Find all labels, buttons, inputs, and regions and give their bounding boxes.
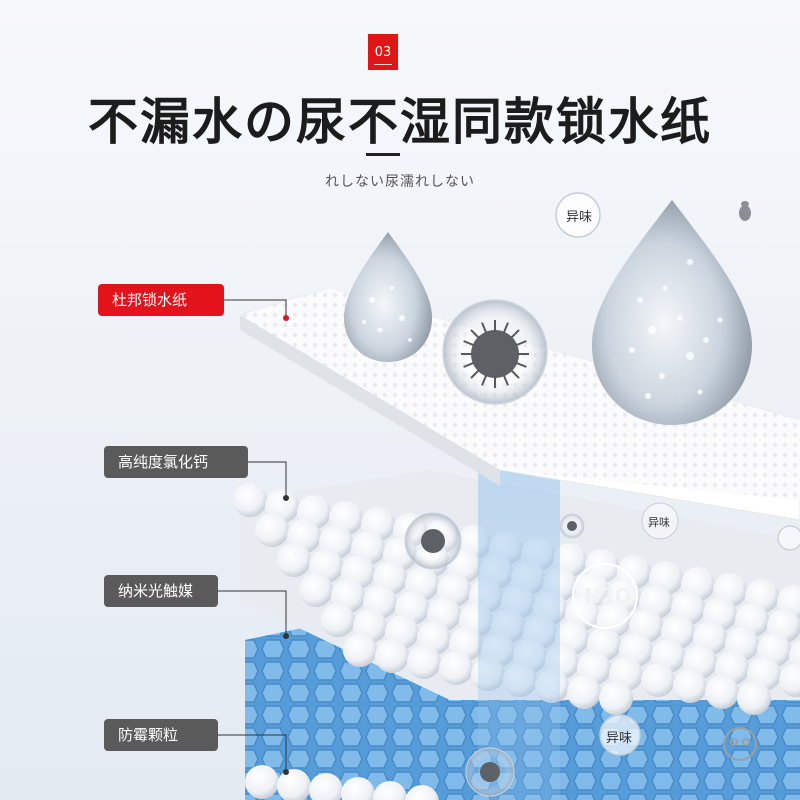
h2o-bubble (572, 563, 638, 629)
h2o-text: H2O (584, 584, 632, 608)
water-drop-icon (592, 200, 752, 425)
virus-icon (442, 299, 548, 405)
odor-text: 异味 (606, 731, 633, 746)
page-title: 不漏水の尿不湿同款锁水纸 (88, 93, 712, 151)
odor-text: 异味 (648, 516, 670, 529)
water-drop-icon (344, 232, 432, 362)
section-number-badge: 03 (368, 34, 398, 70)
virus-icon (559, 513, 585, 539)
bug-icon (777, 525, 800, 551)
page-subtitle: れしない尿濡れしない (325, 174, 475, 190)
layer-label-calcium-chloride: 高纯度氯化钙 (104, 446, 248, 478)
layer-label-anti-mold: 防霉颗粒 (104, 719, 218, 751)
odor-text: 异味 (566, 210, 593, 225)
bug-icon (723, 727, 757, 761)
odor-bubble (641, 502, 679, 540)
bottom-ball-layer (245, 765, 439, 800)
layer-label-photocatalyst: 纳米光触媒 (104, 575, 218, 607)
light-beam (478, 440, 560, 800)
virus-icon (404, 512, 462, 570)
layer-label-lock-paper: 杜邦锁水纸 (98, 284, 224, 316)
odor-bubble (599, 714, 641, 756)
virus-icon (465, 747, 515, 797)
title-divider (366, 153, 400, 156)
odor-bubble (555, 192, 601, 238)
bug-icon (739, 201, 751, 221)
